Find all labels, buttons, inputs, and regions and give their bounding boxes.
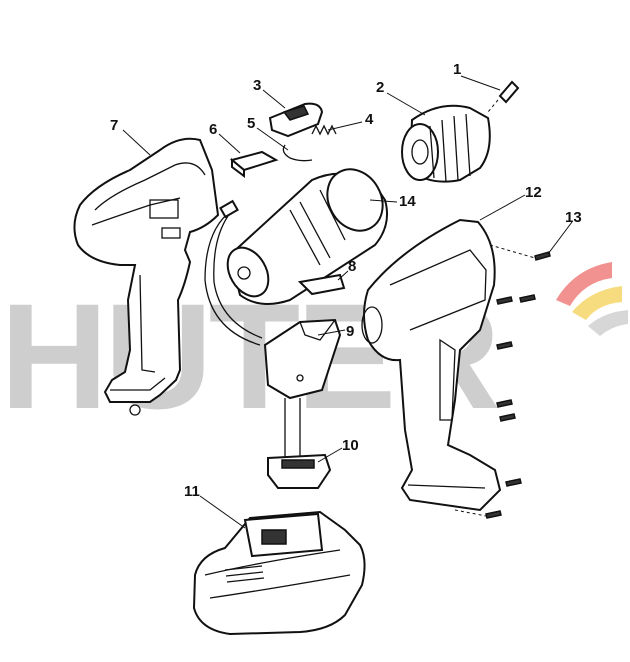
callout-1: 1 xyxy=(453,61,461,78)
callout-4: 4 xyxy=(365,111,374,128)
callout-7: 7 xyxy=(110,117,118,134)
battery-pack xyxy=(192,510,366,636)
callout-11: 11 xyxy=(184,483,200,500)
housing-screw xyxy=(496,399,513,408)
callout-5: 5 xyxy=(247,115,255,132)
chuck-screw xyxy=(487,80,520,113)
chuck xyxy=(401,104,491,183)
callout-12: 12 xyxy=(525,184,542,201)
battery-vent-grill xyxy=(224,565,265,583)
callout-13: 13 xyxy=(565,209,582,226)
leader-lines xyxy=(122,75,573,529)
housing-screw xyxy=(519,294,536,303)
housing-screw xyxy=(489,244,551,261)
trigger-switch xyxy=(263,318,342,400)
callout-2: 2 xyxy=(376,79,384,96)
callout-14: 14 xyxy=(399,193,416,210)
part-callouts: 1 2 3 4 5 6 7 8 9 10 11 12 13 14 xyxy=(110,61,582,500)
housing-screw xyxy=(454,509,502,519)
switch-cap xyxy=(268,102,324,138)
spring xyxy=(311,124,337,136)
callout-9: 9 xyxy=(346,323,354,340)
callout-6: 6 xyxy=(209,121,217,138)
battery-terminal-block xyxy=(267,453,332,489)
wire-clip xyxy=(282,144,313,162)
right-housing-half xyxy=(361,218,502,512)
callout-10: 10 xyxy=(342,437,359,454)
switch-ribbon xyxy=(284,398,301,458)
housing-screw xyxy=(499,413,516,422)
housing-screw xyxy=(505,478,522,487)
callout-3: 3 xyxy=(253,77,261,94)
callout-8: 8 xyxy=(348,258,356,275)
watermark-logo-arcs xyxy=(556,262,628,336)
motor-wires xyxy=(204,199,263,346)
housing-screws xyxy=(454,244,551,519)
motor-gearbox xyxy=(226,168,388,305)
left-housing-half xyxy=(73,137,220,416)
direction-clip xyxy=(297,273,346,296)
small-pad xyxy=(229,150,279,178)
housing-screw xyxy=(496,296,513,305)
housing-screw xyxy=(496,341,513,350)
